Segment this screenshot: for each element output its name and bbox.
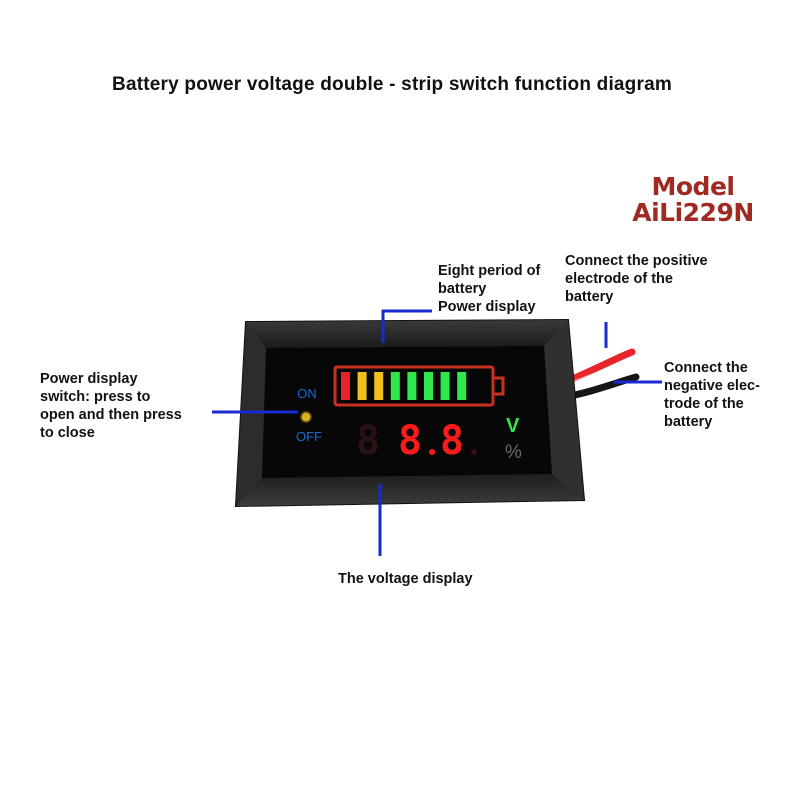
voltage-decimal-point [429,449,435,455]
switch-label-line-1: Power display [40,371,138,387]
model-number: AiLi229N [632,198,754,227]
battery-bar-label: Eight period of battery Power display [438,262,540,316]
battery-segment-1 [341,372,350,400]
diagram-title: Battery power voltage double - strip swi… [112,74,672,95]
bezel-top [246,320,568,348]
battery-segment-4 [390,372,400,400]
volt-unit-indicator: V [506,415,520,437]
switch-label-line-3: open and then press [40,407,182,423]
model-caption: Model AiLi229N [618,174,768,226]
battery-segment-7 [440,372,450,400]
voltage-digit-3: 8 [440,418,464,464]
negative-label: Connect the negative elec- trode of the … [664,359,760,431]
leader-battery-bar [381,309,432,343]
battery-bar-label-line-1: Eight period of [438,263,541,279]
bezel-bottom [236,474,584,506]
percent-unit-indicator: % [505,442,522,463]
battery-segment-5 [407,372,417,400]
bezel-left [236,322,266,506]
battery-segment-6 [424,372,433,400]
voltage-digit-2: 8 [398,418,422,464]
negative-label-line-4: battery [664,414,713,430]
battery-segment-2 [357,372,367,400]
negative-label-line-1: Connect the [664,360,748,376]
battery-segment-8 [457,372,467,400]
switch-label-line-4: to close [40,425,95,441]
switch-label-line-2: switch: press to [40,389,151,405]
battery-wires [561,348,640,401]
voltage-label: The voltage display [338,571,473,587]
bezel-right [544,320,584,500]
switch-on-label: ON [297,386,317,401]
battery-bar-label-line-2: battery [438,281,487,297]
leader-lines [212,309,662,556]
model-label: Model [651,172,735,201]
switch-off-label: OFF [296,429,322,444]
positive-label: Connect the positive electrode of the ba… [565,252,708,306]
negative-label-line-3: trode of the [664,396,744,412]
battery-segment-3 [374,372,384,400]
positive-label-line-2: electrode of the [565,271,673,287]
switch-label: Power display switch: press to open and … [40,370,182,442]
positive-label-line-3: battery [565,289,614,305]
negative-label-line-2: negative elec- [664,378,760,394]
battery-terminal [491,376,505,396]
voltage-decimal-point-2 [471,449,477,455]
battery-bar-label-line-3: Power display [438,299,536,315]
positive-label-line-1: Connect the positive [565,253,708,269]
battery-segments [341,372,467,400]
power-display-switch[interactable] [300,411,312,423]
voltage-reading: 8 8 8 [356,418,477,464]
voltage-digit-1: 8 [356,418,380,464]
